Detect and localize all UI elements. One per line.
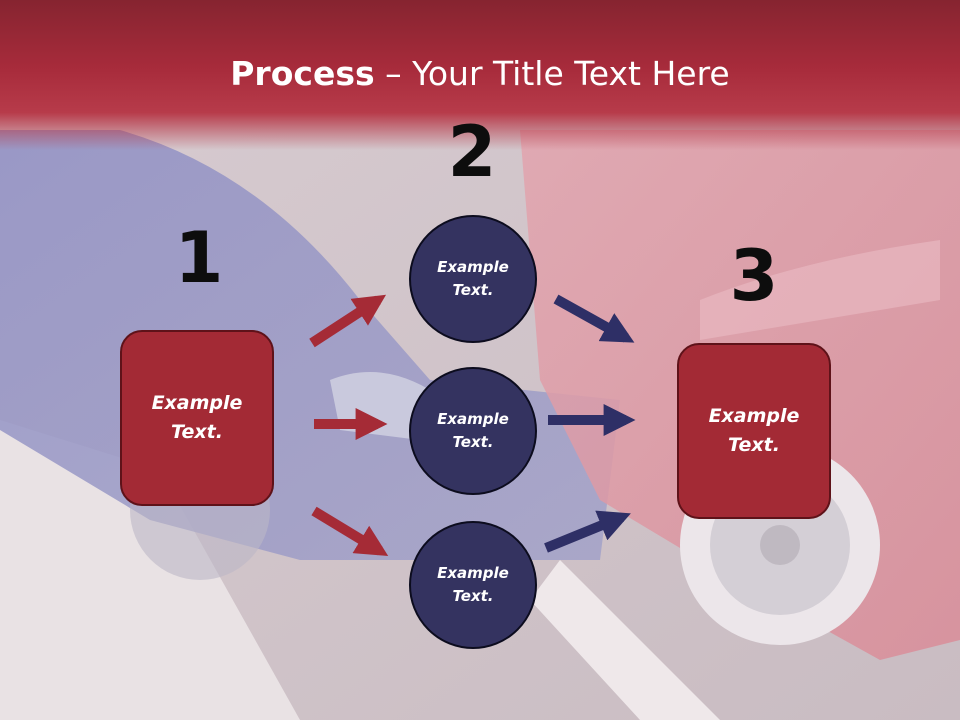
circle-middle-text-line1: Example [437,410,509,428]
circle-middle-text-line2: Text. [452,433,494,451]
page-title: Process – Your Title Text Here [0,52,960,96]
circle-top-text-line2: Text. [452,281,494,299]
step-2-circle-middle: Example Text. [409,367,537,495]
arrow-top-to-3 [553,294,635,343]
step-1-box: Example Text. [120,330,274,506]
header-band [0,0,960,150]
step-3-box: Example Text. [677,343,831,519]
circle-bottom-text-line1: Example [437,564,509,582]
step-3-text-line1: Example [708,405,800,427]
step-number-3: 3 [729,235,779,317]
step-2-circle-top: Example Text. [409,215,537,343]
step-1-text-line1: Example [151,392,243,414]
step-number-1: 1 [174,217,224,299]
title-bold: Process [230,54,375,93]
step-1-text-line2: Text. [171,421,223,443]
title-separator: – [374,54,413,93]
arrow-bottom-to-3 [544,510,631,553]
circle-top-text-line1: Example [437,258,509,276]
arrow-1-to-top [309,294,387,348]
step-2-circle-bottom: Example Text. [409,521,537,649]
circle-bottom-text-line2: Text. [452,587,494,605]
title-rest: Your Title Text Here [412,54,730,93]
arrow-1-to-bottom [311,506,389,556]
step-number-2: 2 [447,111,497,193]
step-3-text-line2: Text. [728,434,780,456]
